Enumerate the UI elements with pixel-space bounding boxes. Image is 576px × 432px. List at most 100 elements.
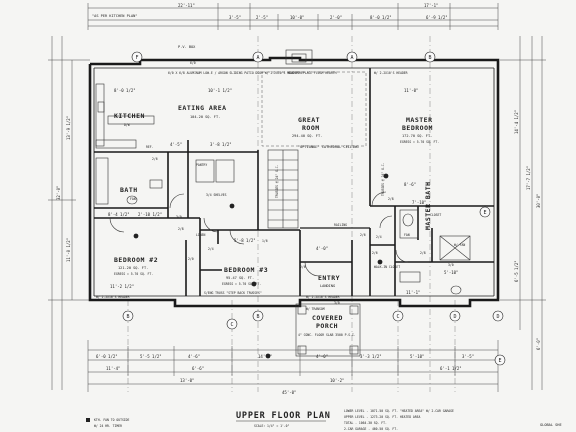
dim-inner-10: 7'-10" (412, 200, 426, 205)
pantry-label: PANTRY (196, 163, 207, 167)
pv-box-note: P.V. BOX (178, 45, 196, 49)
plan-title: UPPER FLOOR PLAN (236, 411, 331, 421)
dim-bottom-7: 5'-10" (410, 354, 424, 359)
room-bedroom-2-size: 121.20 SQ. FT. (118, 266, 148, 270)
dim-inner-2: 10'-1 1/2" (208, 88, 232, 93)
grid-bubble-label: B (428, 55, 431, 61)
dim-bottom-5: 4'-0" (316, 354, 328, 359)
bottom-dimension-lines (87, 340, 499, 392)
room-master-bedroom: MASTER (406, 116, 432, 124)
kitchen-plan-note: "AS PER KITCHEN PLAN" (92, 14, 137, 18)
dim-bottom-1: 6'-0 1/2" (96, 354, 118, 359)
door-size: 3/0 (448, 263, 454, 267)
room-covered-porch-2: PORCH (316, 322, 338, 330)
door-size: 1/6 (262, 239, 268, 243)
grid-bubble-label: B (256, 314, 259, 320)
ref-label: REF. (146, 145, 154, 149)
fan-note: KTH. FAN TO OUTSIDE (94, 418, 130, 422)
door-size: 3/0 (176, 215, 182, 219)
area-table-row: 2-CAR GARAGE - 460.50 SQ. FT. (344, 427, 398, 431)
dim-inner-1: 8'-0 1/2" (114, 88, 136, 93)
room-bath: BATH (120, 186, 138, 194)
grid-bubble-d-bottom (449, 310, 461, 322)
doors (109, 191, 409, 277)
room-bedroom-2: BEDROOM #2 (114, 256, 158, 264)
grid-bubble-f-top (131, 51, 143, 63)
dim-left-2: 32'-0" (56, 186, 61, 200)
area-table-row: UPPER LEVEL - 1273.20 SQ. FT. HEATED ARE… (344, 415, 421, 419)
grid-bubble-label: E (483, 210, 486, 216)
dim-inner-4: 8'-4 1/2" (108, 212, 130, 217)
stair-truss-note: TRUSSES @ 24" O.C. (275, 164, 279, 198)
grid-bubble-c2-bottom (392, 310, 404, 322)
top-dimension-lines (87, 3, 499, 30)
dim-bottom-9: 11'-4" (106, 366, 120, 371)
grid-bubbles: F A B E A B B C C D D E (122, 51, 506, 366)
dim-top-5: 2'-0" (330, 15, 342, 20)
plan-scale: SCALE: 1/4" = 1'-0" (254, 424, 290, 428)
dim-inner-13: 4'-0" (316, 246, 328, 251)
dim-right-3: 30'-0" (536, 194, 541, 208)
room-bedroom-3-size: 95.47 SQ. FT. (226, 276, 254, 280)
porch-slab-note: 4" CONC. FLOOR SLAB 3500 P.S.I. (298, 333, 356, 337)
dim-top-8: 17'-1" (424, 3, 438, 8)
room-great-room-size: 294.40 SQ. FT. (292, 134, 322, 138)
dim-top-2: 3'-5" (229, 15, 241, 20)
door-size: 2/6 (372, 251, 378, 255)
door-size: 3/0 (334, 301, 340, 305)
dim-bottom-total: 45'-0" (282, 390, 296, 395)
grid-bubble-c-bottom (226, 318, 238, 330)
lav-fan-label: FAN (404, 233, 410, 237)
door-size: 2/8 (178, 227, 184, 231)
truss-note: S/ENG TRUSS "STEP BACK TRUSSES" (204, 291, 262, 295)
patio-door-note: 6/0 X 6/8 ALUMINUM LOW-E / ARGON SLIDING… (168, 71, 299, 75)
door-size: 2/6 (300, 265, 306, 269)
dim-inner-3: 11'-0" (404, 88, 418, 93)
dim-inner-14: 5'-10" (444, 270, 458, 275)
grid-bubble-b-top (424, 51, 436, 63)
grid-bubble-label: B (126, 314, 129, 320)
dim-inner-5: 4'-5" (170, 142, 182, 147)
dishwasher-label: D/W (124, 123, 130, 127)
room-great-room: GREAT (298, 116, 320, 124)
railing-label: RAILING (334, 223, 347, 227)
door-size: 6/0 (190, 61, 196, 65)
master-header-note: W/ 2-2X10'S HEADER (374, 71, 408, 75)
grid-bubble-label: F (135, 55, 138, 61)
master-bath-fan-label: W/ FAN (454, 243, 465, 247)
grid-bubble-label: A (350, 55, 353, 61)
master-truss-note: TRUSSES @ 24" O.C. (381, 162, 385, 196)
room-covered-porch: COVERED (312, 314, 343, 322)
dim-inner-8: 2'-10 1/2" (138, 212, 162, 217)
grid-bubble-e-bottom (494, 354, 506, 366)
porch-outline (295, 303, 361, 357)
room-master-bedroom-size: 172.70 SQ. FT. (402, 134, 432, 138)
area-table-row: LOWER LEVEL - 1071.50 SQ. FT. "HEATED AR… (344, 409, 454, 413)
dim-inner-11: 11'-2 1/2" (110, 284, 134, 289)
landing-label: LANDING (320, 284, 335, 288)
gas-fireplace-note: GAS FIREPLACE FLUSH HEARTH (288, 71, 337, 75)
dim-right-5: 6'-0" (536, 338, 541, 350)
dim-top-3: 2'-5" (256, 15, 268, 20)
shelves-label: 3/4 SHELVES (206, 193, 227, 197)
grid-bubble-e-right (479, 206, 491, 218)
room-bedroom-3-egress: EGRESS = 5.70 SQ. FT. (222, 282, 261, 286)
walk-in-closet-label: WALK-IN CLOSET (374, 265, 400, 269)
dim-bottom-2: 5'-5 1/2" (140, 354, 162, 359)
dim-inner-12: 11'-1" (406, 290, 420, 295)
grid-bubble-d2-bottom (492, 310, 504, 322)
room-bedroom-2-egress: EGRESS = 5.70 SQ. FT. (114, 272, 153, 276)
door-size: 2/4 (376, 235, 382, 239)
door-size: 2/8 (388, 197, 394, 201)
dim-bottom-6: 3'-3 1/2" (360, 354, 382, 359)
grid-bubble-b2-bottom (252, 310, 264, 322)
dim-inner-9: 8'-6" (404, 182, 416, 187)
entry-header-note: W/ 2-2X10'S HEADER (306, 295, 340, 299)
room-master-bedroom-2: BEDROOM (402, 124, 433, 132)
dim-top-7: 6'-9 1/2" (426, 15, 448, 20)
optional-ceiling-note: "OPTIONAL" CATHEDRAL CEILING (298, 145, 359, 149)
dim-top-4: 10'-0" (290, 15, 304, 20)
door-size: 2/0 (188, 257, 194, 261)
dim-bottom-12: 10'-2" (330, 378, 344, 383)
dim-inner-6: 3'-8 1/2" (210, 142, 232, 147)
